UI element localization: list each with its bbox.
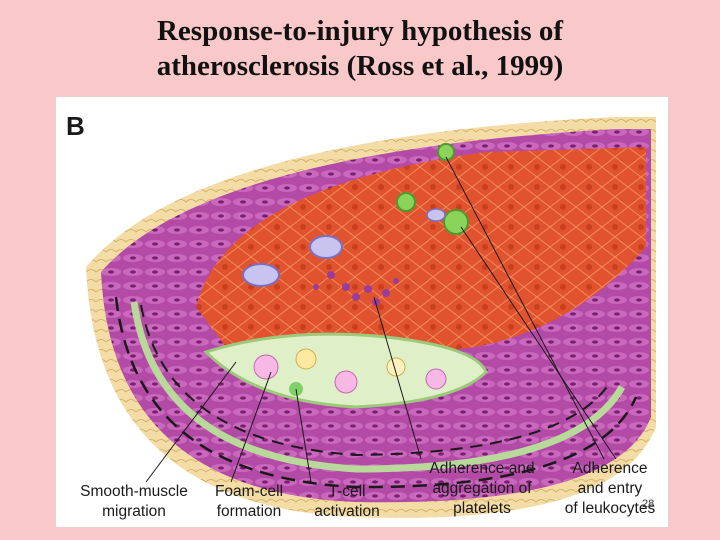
artery-diagram: B Smooth-muscle migration Foam-cell form… xyxy=(56,97,668,527)
panel-letter: B xyxy=(66,111,85,142)
page-number: 28 xyxy=(642,498,654,510)
label-foam-cell-formation: Foam-cell formation xyxy=(204,482,294,522)
slide-title-line-1: Response-to-injury hypothesis of xyxy=(0,14,720,49)
slide-title-line-2: atherosclerosis (Ross et al., 1999) xyxy=(0,49,720,84)
slide-title: Response-to-injury hypothesis of atheros… xyxy=(0,14,720,84)
label-smooth-muscle-migration: Smooth-muscle migration xyxy=(64,482,204,522)
label-platelet-aggregation: Adherence and aggregation of platelets xyxy=(412,459,552,519)
label-leukocyte-entry: Adherence and entry of leukocytes xyxy=(554,459,666,519)
label-t-cell-activation: T-cell activation xyxy=(302,482,392,522)
leukocyte-marker xyxy=(444,210,468,234)
